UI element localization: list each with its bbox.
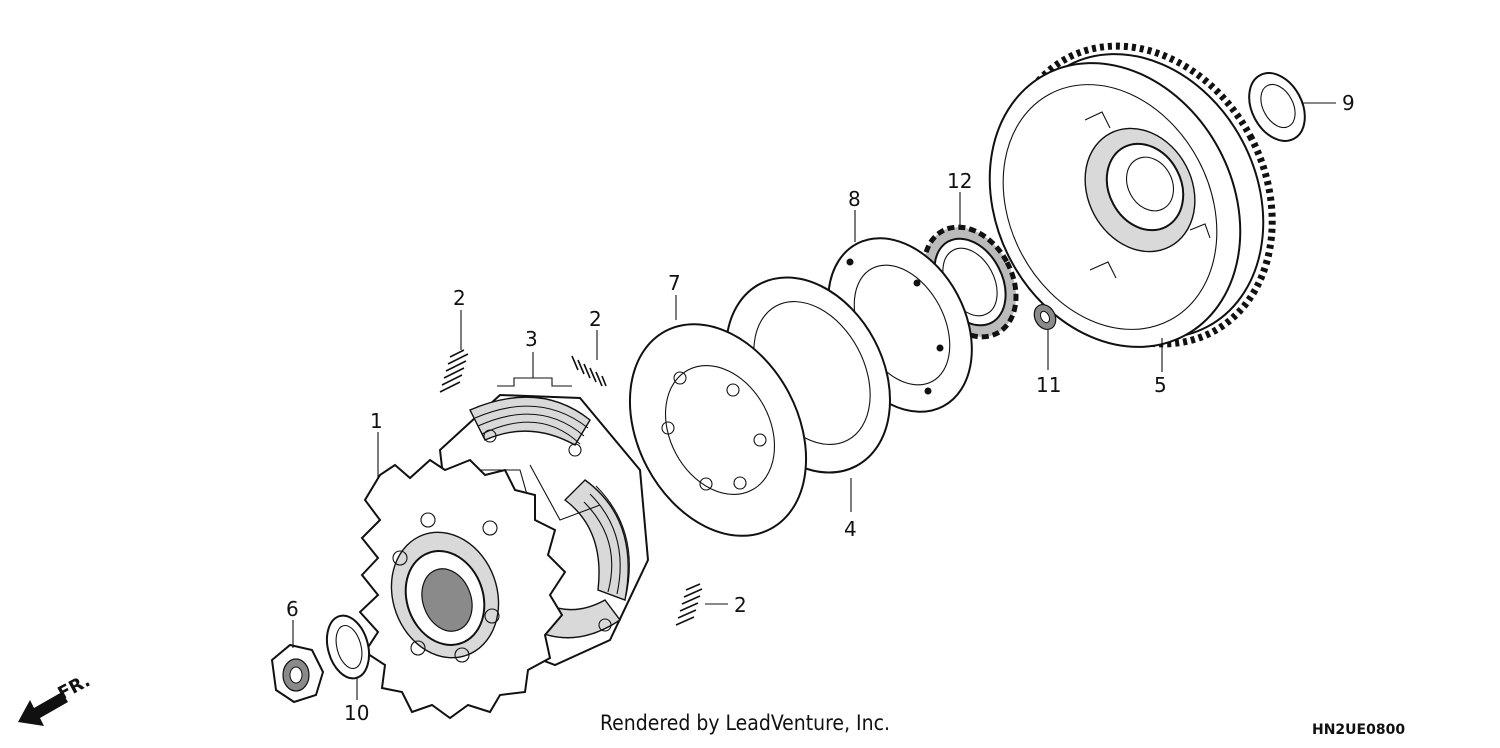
part-9-washer[interactable] (1238, 63, 1316, 150)
callout-5: 5 (1154, 373, 1167, 397)
leader-lines (292, 102, 1336, 700)
callout-4: 4 (844, 517, 857, 541)
part-10-washer[interactable] (320, 611, 375, 683)
part-5-clutch-outer[interactable] (941, 0, 1323, 391)
callout-1: 1 (370, 409, 383, 433)
part-2-spring-upper-right[interactable] (571, 355, 607, 387)
part-7-clutch-plate[interactable] (595, 294, 841, 567)
part-1-clutch-drive-hub[interactable] (358, 458, 567, 720)
callout-2-upper-left: 2 (453, 286, 466, 310)
part-6-nut[interactable] (270, 643, 325, 704)
part-2-spring-upper-left[interactable] (439, 349, 469, 393)
callout-11: 11 (1036, 373, 1061, 397)
front-direction-arrow: FR. (18, 670, 94, 726)
callout-2-upper-right: 2 (589, 307, 602, 331)
callout-8: 8 (848, 187, 861, 211)
part-11-washer[interactable] (1030, 301, 1060, 333)
callout-10: 10 (344, 701, 369, 725)
callout-6: 6 (286, 597, 299, 621)
callout-7: 7 (668, 271, 681, 295)
render-credit: Rendered by LeadVenture, Inc. (600, 711, 890, 735)
diagram-code: HN2UE0800 (1312, 722, 1405, 738)
callout-9: 9 (1342, 91, 1355, 115)
part-2-spring-lower[interactable] (675, 583, 703, 626)
callout-3: 3 (525, 327, 538, 351)
callout-2-lower: 2 (734, 593, 747, 617)
callout-12: 12 (947, 169, 972, 193)
arrow-icon (18, 692, 68, 726)
